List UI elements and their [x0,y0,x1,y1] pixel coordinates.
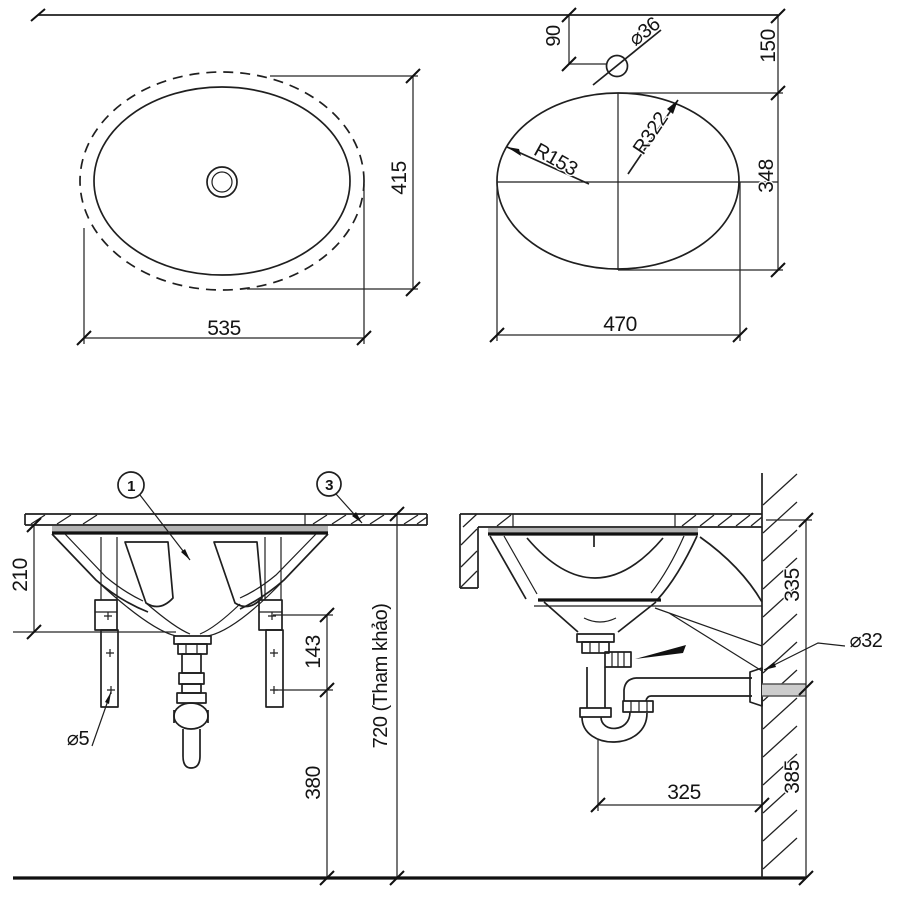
dim-label-415: 415 [388,161,411,195]
dim-label-535: 535 [207,317,241,340]
dim-drain-height: 380 [301,690,335,886]
pointer-arrow [635,645,686,659]
dim-screw-hole: ⌀5 [66,691,112,751]
dim-outlet-to-floor: 385 [780,688,814,886]
drain-hole-outer [206,166,238,198]
basin-front-section [51,526,329,637]
dim-label-phi32: ⌀32 [850,630,883,652]
mounting-clip-right [258,537,284,708]
faucet-hole-detail: 90 ⌀36 [542,7,666,86]
dim-label-348: 348 [755,159,778,193]
drain-hole-inner [211,171,233,193]
dim-label-470: 470 [603,313,637,336]
callout-3: 3 [316,471,363,524]
dim-rim-width: 535 [76,184,372,346]
mounting-clip-left [94,537,119,708]
wall-section [761,473,798,878]
basin-side-section [488,528,763,672]
dim-waste-pipe-dia: ⌀32 [763,629,885,671]
counter-slab-side [459,513,763,589]
bowl-outline [93,86,351,276]
dim-clip-length: 143 [273,607,335,698]
drain-assembly-front [173,635,212,769]
cutout-view: 90 ⌀36 R153 R322 150 348 [489,7,786,343]
dim-counter-to-outlet: 335 [766,512,814,696]
callout-1: 1 [117,471,191,561]
dim-label-90: 90 [543,25,565,47]
dim-right-column: 150 348 [618,8,786,278]
radius-leaders: R153 R322 [506,99,679,185]
wall-escutcheon [749,667,763,707]
wall-waste-pipe [762,683,806,697]
dim-label-385: 385 [781,760,804,794]
dim-label-325: 325 [667,781,701,804]
callout-3-label: 3 [325,477,333,494]
basin-rib-left [124,541,174,608]
dim-label-150: 150 [757,29,780,63]
dim-label-720-tham-khao: 720 (Tham khảo) [370,604,392,749]
dim-label-380: 380 [302,766,325,800]
rim-outline-dashed [79,71,365,291]
dim-label-faucet-dia: ⌀36 [625,13,665,51]
dim-trap-to-wall: 325 [590,740,770,813]
dim-label-r153: R153 [530,139,581,181]
dim-cutout-width: 470 [489,182,748,343]
dim-label-335: 335 [781,568,804,602]
plan-view: 415 535 [76,68,421,346]
dim-bowl-depth: 210 [8,517,176,640]
dim-label-210: 210 [9,558,32,592]
dim-label-phi5: ⌀5 [67,728,90,750]
front-section-view: 1 3 210 143 380 [8,471,428,886]
dim-label-143: 143 [302,635,325,669]
counter-slab-front [24,513,428,526]
dim-label-r322: R322 [629,108,673,159]
p-trap-assembly [576,633,806,743]
side-section-view: 335 385 ⌀32 325 [459,473,885,886]
dim-counter-height: 720 (Tham khảo) [369,506,405,886]
faucet-hole-circle [605,54,629,78]
dim-rim-height: 415 [247,68,421,297]
callout-1-label: 1 [127,478,135,495]
top-reference-line [30,8,778,22]
basin-rib-right [213,541,263,608]
